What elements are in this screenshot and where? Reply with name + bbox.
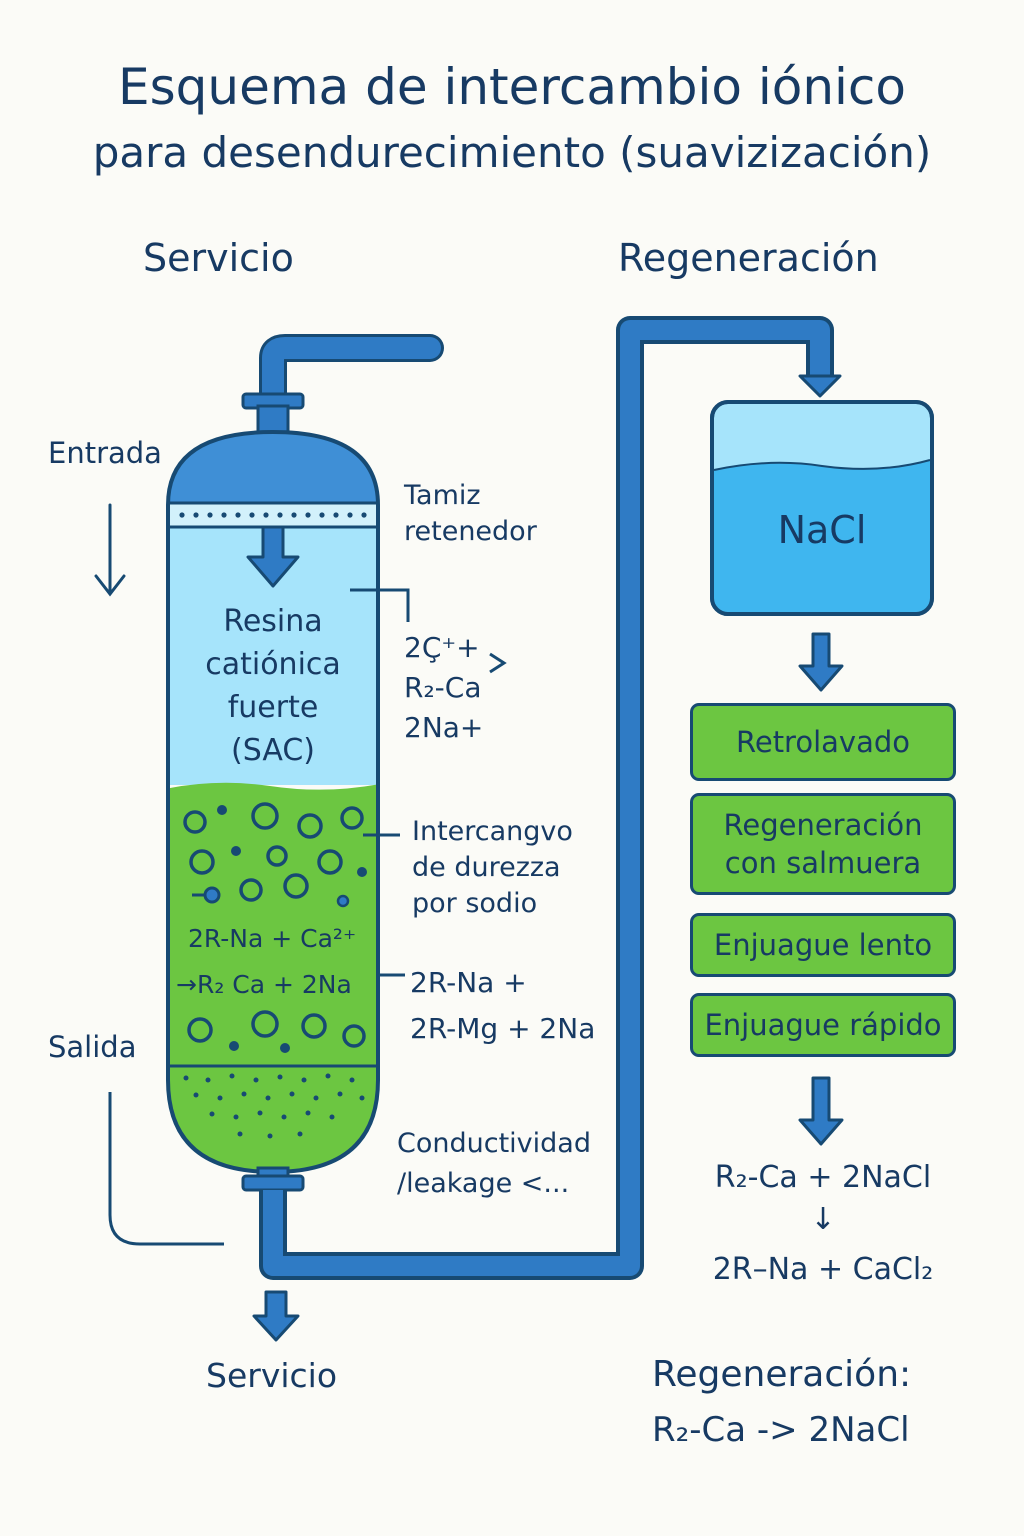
inlet-label: Entrada: [48, 436, 162, 470]
conductivity-annotation-line: /leakage <...: [397, 1168, 570, 1199]
service-out-arrow: [252, 1290, 300, 1342]
tank-label: NaCl: [777, 508, 867, 552]
step-slow-rinse: Enjuague lento: [690, 913, 956, 977]
outlet-label: Salida: [48, 1030, 137, 1064]
resin-line: (SAC): [231, 733, 315, 768]
title-line-1: Esquema de intercambio iónico: [118, 58, 906, 116]
screen-dots: [179, 512, 367, 518]
title-line-2: para desendurecimiento (suavizización): [92, 128, 932, 177]
conductivity-annotation-line: Conductividad: [397, 1128, 591, 1159]
ion-leader: [350, 588, 410, 622]
ion-marker: [192, 886, 350, 908]
support-gravel: [183, 1073, 365, 1139]
bottom-flange: [241, 1174, 305, 1192]
flow-down-arrow: [246, 525, 300, 588]
ion-annotation-line: 2Na+: [404, 711, 484, 744]
resin-line: fuerte: [227, 690, 319, 725]
exchange-annotation-line: Intercangvo: [412, 816, 573, 847]
mg-annotation: 2R-Na + 2R-Mg + 2Na: [410, 960, 595, 1052]
ion-annotation-line: 2Ç⁺+: [404, 631, 480, 664]
step-label: Enjuague rápido: [704, 1008, 942, 1042]
conductivity-annotation: Conductividad /leakage <...: [397, 1124, 591, 1204]
inlet-direction-arrow: [94, 503, 126, 597]
regen-equation-top: R₂-Ca + 2NaCl: [714, 1160, 932, 1195]
mg-annotation-line: 2R-Mg + 2Na: [410, 1012, 596, 1045]
step-label: Enjuague lento: [713, 928, 933, 962]
resin-dots: [217, 805, 367, 1053]
screen-annotation-line: Tamiz: [404, 480, 481, 511]
service-bottom-label: Servicio: [206, 1356, 338, 1395]
mg-annotation-line: 2R-Na +: [410, 966, 527, 999]
exchange-annotation-line: por sodio: [412, 888, 538, 919]
resin-line: Resina: [223, 604, 323, 639]
screen-annotation-line: retenedor: [404, 516, 537, 547]
step-brine-regeneration: Regeneración con salmuera: [690, 793, 956, 895]
inner-equation-2: →R₂ Ca + 2Na: [176, 970, 352, 999]
tank-to-steps-arrow: [798, 632, 844, 692]
resin-label: Resina catiónica fuerte (SAC): [168, 600, 378, 772]
section-regeneration-heading: Regeneración: [618, 236, 879, 280]
screen-annotation: Tamiz retenedor: [404, 478, 537, 550]
resin-beads: [183, 802, 366, 1048]
retaining-screen: [166, 501, 380, 529]
exchange-annotation: Intercangvo de durezza por sodio: [412, 814, 573, 922]
footer-equation: R₂-Ca -> 2NaCl: [652, 1410, 910, 1450]
ion-annotation-line: R₂-Ca: [404, 671, 482, 704]
exchange-annotation-line: de durezza: [412, 852, 561, 883]
regen-equation-bottom: 2R–Na + CaCl₂: [712, 1252, 934, 1287]
section-service-heading: Servicio: [143, 236, 294, 280]
step-label: Regeneración con salmuera: [723, 808, 923, 880]
step-fast-rinse: Enjuague rápido: [690, 993, 956, 1057]
outlet-bracket: [108, 1092, 224, 1246]
step-label: Retrolavado: [736, 725, 910, 759]
steps-to-eq-arrow: [798, 1076, 844, 1146]
step-backwash: Retrolavado: [690, 703, 956, 781]
footer-label: Regeneración:: [652, 1354, 912, 1395]
regen-equation-arrow: ↓: [810, 1202, 836, 1237]
inner-equation-1: 2R-Na + Ca²⁺: [188, 924, 357, 953]
ion-annotation: 2Ç⁺+ R₂-Ca 2Na+: [404, 628, 483, 748]
resin-line: catiónica: [205, 647, 341, 682]
